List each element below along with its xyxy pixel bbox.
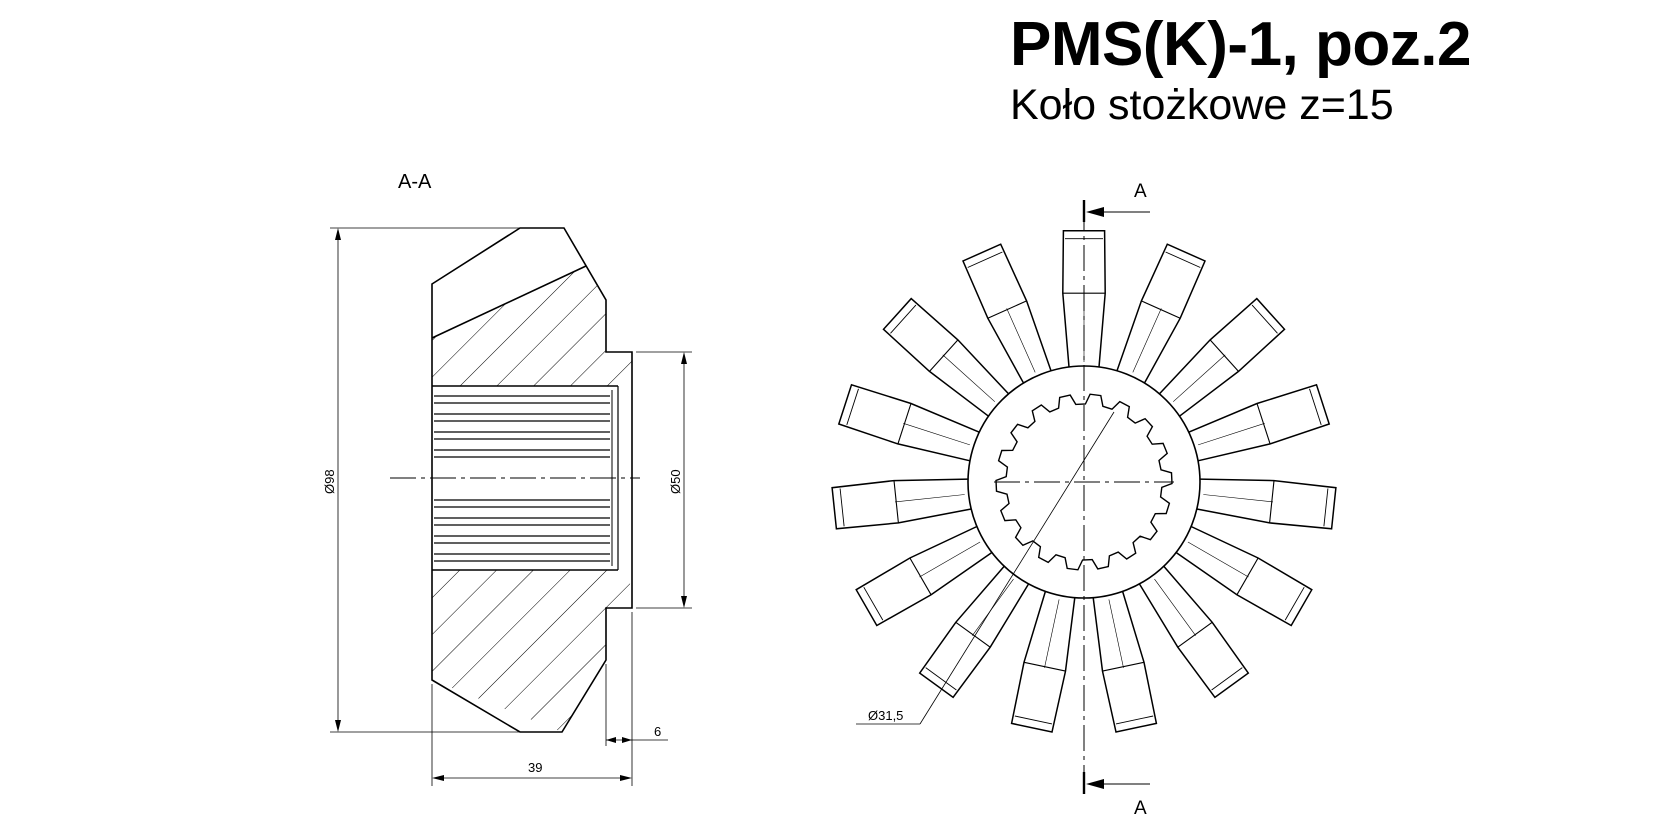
gear-tooth-tip-line xyxy=(890,304,917,334)
gear-tooth xyxy=(1092,591,1158,733)
gear-tooth xyxy=(1175,525,1313,627)
gear-tooth-ridge xyxy=(1006,308,1036,373)
cut-arrow-top xyxy=(1086,207,1104,217)
gear-tooth xyxy=(1010,591,1076,733)
gear-tooth-ridge xyxy=(1154,578,1196,636)
gear-tooth-ridge xyxy=(1108,599,1124,668)
gear-tooth-tip-line xyxy=(863,586,884,621)
gear-tooth-ridge xyxy=(1132,308,1162,373)
gear-tooth xyxy=(918,565,1030,699)
gear-tooth-tip-line xyxy=(1284,586,1305,621)
title-block: PMS(K)-1, poz.2 Koło stożkowe z=15 xyxy=(1010,10,1471,130)
gear-tooth-outline xyxy=(1196,478,1337,530)
gear-tooth-ridge xyxy=(1187,541,1249,578)
dim6-arrow-left xyxy=(606,737,616,743)
gear-tooth-outline xyxy=(1092,591,1158,733)
gear-tooth-outline xyxy=(918,565,1030,699)
front-view: A A Ø31,5 xyxy=(831,181,1337,819)
gear-tooth-tip-line xyxy=(925,667,957,691)
gear-tooth-ridge xyxy=(1044,599,1060,668)
gear-tooth-ridge xyxy=(919,541,981,578)
drawing-title: PMS(K)-1, poz.2 xyxy=(1010,10,1471,79)
dim39-arrow-left xyxy=(432,775,444,781)
cut-arrow-bottom xyxy=(1086,779,1104,789)
gear-tooth-outline xyxy=(1175,525,1313,627)
dim98-arrow-top xyxy=(335,228,341,240)
gear-tooth xyxy=(837,383,980,462)
gear-tooth-outline xyxy=(962,243,1052,384)
gear-tooth-tip-line xyxy=(1211,667,1243,691)
gear-tooth-outline xyxy=(831,478,972,530)
gear-tooth xyxy=(1116,243,1206,384)
gear-tooth-ridge xyxy=(1198,423,1265,446)
gear-tooth xyxy=(1188,383,1331,462)
section-label: A-A xyxy=(398,171,432,193)
dim50-arrow-top xyxy=(681,352,687,364)
gear-tooth-ridge xyxy=(894,494,965,503)
section-hatch-bottom xyxy=(432,570,632,732)
gear-tooth-outline xyxy=(1010,591,1076,733)
gear-tooth-ridge xyxy=(903,423,970,446)
dim-outer-diameter: Ø98 xyxy=(322,469,337,494)
gear-tooth-tip-line xyxy=(839,488,845,527)
gear-tooth xyxy=(1196,478,1337,530)
gear-tooth-tip-line xyxy=(967,251,1003,268)
dim-hub-diameter: Ø50 xyxy=(668,469,683,494)
section-view: A-A Ø98 xyxy=(322,171,692,786)
gear-tooth-outline xyxy=(1116,243,1206,384)
gear-tooth xyxy=(962,243,1052,384)
gear-tooth-outline xyxy=(1138,565,1250,699)
dim39-arrow-right xyxy=(620,775,632,781)
gear-teeth xyxy=(831,230,1337,733)
gear-tooth-tip-line xyxy=(1165,251,1201,268)
cut-label-top: A xyxy=(1134,181,1147,202)
gear-tooth xyxy=(831,478,972,530)
gear-tooth xyxy=(855,525,993,627)
spline-grooves xyxy=(434,395,610,562)
gear-tooth-ridge xyxy=(1172,354,1226,402)
gear-tooth-tip-line xyxy=(1014,715,1053,725)
section-hatch-top xyxy=(432,266,632,386)
dim-bore-diameter: Ø31,5 xyxy=(868,708,903,723)
splined-bore xyxy=(995,393,1173,571)
gear-tooth-outline xyxy=(837,383,980,462)
gear-tooth-tip-line xyxy=(1323,488,1329,527)
gear-tooth-tip-line xyxy=(846,388,859,426)
gear-tooth xyxy=(1158,297,1286,417)
cut-label-bottom: A xyxy=(1134,798,1147,819)
gear-tooth xyxy=(882,297,1010,417)
cone-edge-top xyxy=(431,265,587,339)
dim6-arrow-right xyxy=(622,737,632,743)
gear-tooth-tip-line xyxy=(1251,304,1278,334)
drawing-subtitle: Koło stożkowe z=15 xyxy=(1010,81,1394,129)
gear-tooth-outline xyxy=(1188,383,1331,462)
gear-tooth-outline xyxy=(882,297,1010,417)
gear-tooth-outline xyxy=(855,525,993,627)
gear-tooth-outline xyxy=(1158,297,1286,417)
dim50-arrow-bottom xyxy=(681,596,687,608)
dim-total-length: 39 xyxy=(528,760,542,775)
gear-tooth xyxy=(1138,565,1250,699)
dim-hub-length: 6 xyxy=(654,724,661,739)
gear-tooth-tip-line xyxy=(1309,388,1322,426)
gear-tooth-ridge xyxy=(942,354,996,402)
gear-tooth-ridge xyxy=(1203,494,1274,503)
dim98-arrow-bottom xyxy=(335,720,341,732)
gear-tooth-tip-line xyxy=(1115,715,1154,725)
bore-dim-leader xyxy=(919,411,1115,725)
